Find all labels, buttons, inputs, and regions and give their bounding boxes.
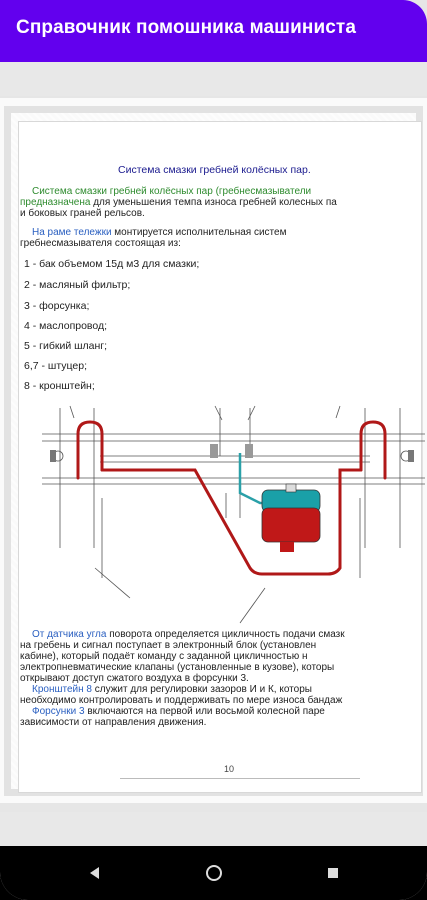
bottom-toolbar-strip: [0, 812, 427, 846]
page-ornamental-border: [4, 106, 423, 796]
bottom-paragraph-line8: Форсунки 3 включаются на первой или вось…: [20, 706, 325, 717]
oil-pipe: [76, 420, 387, 576]
page-footer-line: [120, 778, 360, 779]
lubrication-system-diagram: [42, 405, 425, 624]
diagram-callouts: [50, 444, 414, 462]
nozzle-text: включаются на первой или восьмой колесно…: [84, 706, 325, 717]
nozzle-highlight: Форсунки 3: [32, 706, 85, 717]
bracket-highlight: Кронштейн 8: [32, 684, 92, 695]
mount-paragraph-line2: гребнесмазывателя состоящая из:: [20, 238, 181, 249]
mount-text: монтируется исполнительная систем: [111, 227, 287, 238]
sensor-highlight: От датчика угла: [32, 629, 107, 640]
list-item: 4 - маслопровод;: [24, 320, 108, 332]
recents-icon: [328, 868, 338, 878]
recents-button[interactable]: [318, 858, 348, 888]
list-item: 3 - форсунка;: [24, 300, 90, 312]
oil-tank: [261, 483, 321, 552]
page-number: 10: [224, 764, 235, 774]
intro-highlight: Система смазки гребней колёсных пар (гре…: [32, 186, 312, 197]
bottom-paragraph-line4: электропневматические клапаны (установле…: [20, 662, 335, 673]
app-bar: Справочник помошника машиниста: [0, 0, 427, 62]
bottom-paragraph-line2: на гребень и сигнал поступает в электрон…: [20, 640, 317, 651]
intro-paragraph-line2: предназначена для уменьшения темпа износ…: [20, 197, 337, 208]
page-inner: [18, 121, 422, 793]
list-item: 1 - бак объемом 15д м3 для смазки;: [24, 258, 200, 270]
intro-paragraph-line1: Система смазки гребней колёсных пар (гре…: [20, 186, 311, 197]
bracket-text: служит для регулировки зазоров И и К, ко…: [91, 684, 312, 695]
intro-paragraph-line3: и боковых граней рельсов.: [20, 208, 145, 219]
bottom-paragraph-line9: зависимости от направления движения.: [20, 717, 207, 728]
back-icon: [90, 867, 99, 879]
intro-text: для уменьшения темпа износа гребней коле…: [90, 197, 337, 208]
home-button[interactable]: [199, 858, 229, 888]
bottom-paragraph-line3: кабине), который подаёт команду с заданн…: [20, 651, 308, 662]
bottom-paragraph-line6: Кронштейн 8 служит для регулировки зазор…: [20, 684, 312, 695]
document-page[interactable]: Система смазки гребней колёсных пар. Сис…: [0, 98, 427, 803]
list-item: 6,7 - штуцер;: [24, 360, 88, 372]
system-navigation-bar: [0, 846, 427, 900]
top-toolbar-strip: [0, 62, 427, 96]
sensor-text: поворота определяется цикличность подачи…: [106, 629, 345, 640]
back-button[interactable]: [80, 858, 110, 888]
mount-highlight: На раме тележки: [32, 227, 112, 238]
mount-paragraph-line1: На раме тележки монтируется исполнительн…: [20, 227, 286, 238]
document-title: Система смазки гребней колёсных пар.: [118, 164, 311, 176]
bottom-paragraph-line5: открывают доступ сжатого воздуха в форсу…: [20, 673, 249, 684]
list-item: 2 - масляный фильтр;: [24, 279, 131, 291]
bogie-frame-lines: [42, 405, 425, 624]
app-title: Справочник помошника машиниста: [16, 17, 356, 38]
intro-highlight-2: предназначена: [20, 197, 91, 208]
bottom-paragraph-line7: необходимо контролировать и поддерживать…: [20, 695, 343, 706]
home-icon: [206, 865, 222, 881]
bottom-paragraph-line1: От датчика угла поворота определяется ци…: [20, 629, 345, 640]
list-item: 5 - гибкий шланг;: [24, 340, 108, 352]
list-item: 8 - кронштейн;: [24, 380, 95, 392]
